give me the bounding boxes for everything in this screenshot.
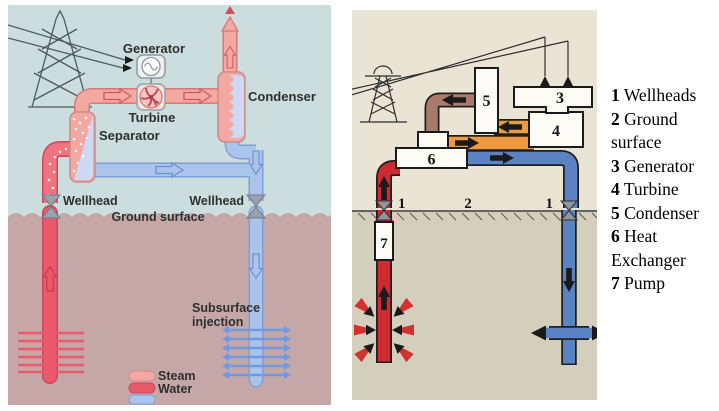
condensate-pipe <box>424 92 478 136</box>
binary-plant-svg: 5 3 4 6 7 1 2 1 <box>352 10 597 400</box>
separator-vessel <box>69 111 96 183</box>
legend-steam-swatch <box>128 370 156 382</box>
power-lines <box>8 24 134 72</box>
key-label: Condenser <box>624 202 699 223</box>
figure-key: 1 Wellheads 2 Ground surface 3 Generator… <box>611 84 719 296</box>
heat-exchanger-drum <box>417 131 449 149</box>
wellhead-valve-right <box>559 200 579 221</box>
production-well-pipe <box>42 205 58 384</box>
subsurface-injection-label-line2: injection <box>192 315 243 329</box>
pump-number: 7 <box>380 236 388 252</box>
condenser-box <box>474 67 499 134</box>
vapor-pipes <box>444 119 534 151</box>
wellhead-valve-right <box>245 194 267 219</box>
flow-legend: Steam Water <box>128 369 196 405</box>
transmission-tower-icon <box>28 9 92 108</box>
subsurface-injection-label-line1: Subsurface <box>192 301 260 315</box>
wellhead-valve-left <box>374 200 394 221</box>
legend-hot-water-swatch <box>128 382 156 394</box>
turbine-number: 4 <box>552 123 560 140</box>
vent-pipe <box>220 6 240 75</box>
key-label: Ground surface <box>611 108 678 153</box>
key-number: 5 <box>611 202 620 223</box>
condenser-number: 5 <box>483 93 491 110</box>
flash-steam-plant-diagram: Generator Turbine Condenser Separator We… <box>8 5 331 405</box>
pump-box <box>374 221 394 261</box>
key-item-pump: 7 Pump <box>611 272 719 296</box>
key-number: 7 <box>611 273 620 293</box>
key-item-turbine: 4 Turbine <box>611 178 719 202</box>
key-item-ground-surface: 2 Ground surface <box>611 108 719 155</box>
wellhead-right-label: Wellhead <box>189 194 244 208</box>
transmission-tower-icon <box>360 65 407 123</box>
separator-label: Separator <box>99 128 160 143</box>
binary-cycle-plant-diagram: 5 3 4 6 7 1 2 1 <box>352 10 597 400</box>
wellhead-valve-left <box>40 194 62 219</box>
turbine-icon <box>136 83 166 111</box>
key-number: 4 <box>611 179 620 199</box>
ground-surface-number: 2 <box>464 196 472 212</box>
heat-exchanger-box <box>395 147 468 169</box>
key-number: 6 <box>611 226 620 246</box>
flash-plant-svg: Generator Turbine Condenser Separator We… <box>8 5 331 405</box>
legend-steam-label: Steam <box>158 369 196 383</box>
wellhead-left-number: 1 <box>398 196 406 212</box>
injection-well-pipe <box>248 205 264 388</box>
key-label: Generator <box>624 155 695 176</box>
key-item-heat-exchanger: 6 Heat Exchanger <box>611 225 719 272</box>
turbine-label: Turbine <box>129 110 176 125</box>
key-item-wellheads: 1 Wellheads <box>611 84 719 108</box>
key-number: 3 <box>611 155 620 176</box>
condenser-label: Condenser <box>248 89 316 104</box>
cool-water-pipes <box>95 138 264 201</box>
cooled-brine-pipe <box>464 150 579 208</box>
insulator-icon <box>562 76 574 88</box>
injection-well-pipe <box>561 210 577 365</box>
condenser-vessel <box>217 71 246 143</box>
legend-cool-water-swatch <box>128 394 156 405</box>
generator-icon <box>136 54 166 87</box>
key-number: 1 <box>611 85 620 105</box>
key-item-condenser: 5 Condenser <box>611 202 719 226</box>
hot-brine-pipe <box>376 160 400 208</box>
generator-number: 3 <box>556 90 564 107</box>
injection-fracture-arrows <box>222 326 291 379</box>
ground-surface-label: Ground surface <box>111 210 204 224</box>
key-label: Pump <box>624 273 665 293</box>
power-lines <box>352 36 569 96</box>
key-label: Wellheads <box>623 85 697 105</box>
key-number: 2 <box>611 108 620 129</box>
two-phase-riser-pipe <box>42 141 72 203</box>
wellhead-right-number: 1 <box>546 196 554 212</box>
wellhead-left-label: Wellhead <box>63 194 118 208</box>
insulator-icon <box>539 76 551 88</box>
hot-fracture-lines <box>18 331 84 374</box>
legend-water-label: Water <box>158 382 192 396</box>
heat-exchanger-number: 6 <box>428 152 436 169</box>
generator-box <box>513 86 593 114</box>
key-label: Turbine <box>623 179 679 199</box>
generator-label: Generator <box>123 41 185 56</box>
key-item-generator: 3 Generator <box>611 155 719 179</box>
injection-spread-arrows <box>531 325 597 341</box>
key-label: Heat Exchanger <box>611 226 686 270</box>
